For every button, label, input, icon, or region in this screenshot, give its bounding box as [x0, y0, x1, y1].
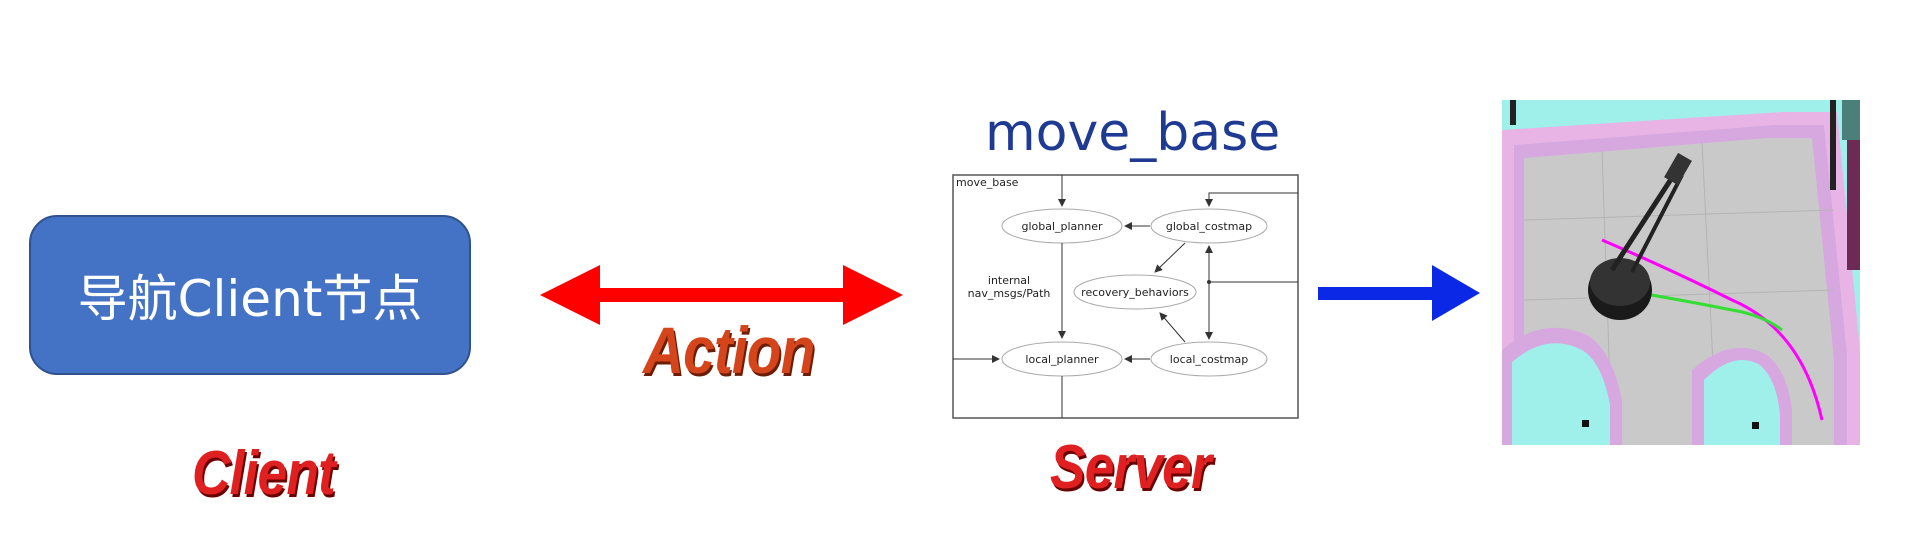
- robot-map-visualization: [1502, 100, 1860, 445]
- edge-label-nav-msgs-path: nav_msgs/Path: [968, 287, 1051, 300]
- recovery-behaviors-node: recovery_behaviors: [1081, 286, 1189, 299]
- move-base-graph: move_base global_planner global_costmap …: [952, 174, 1299, 419]
- map-canvas: [1502, 100, 1860, 445]
- global-planner-node: global_planner: [1021, 220, 1103, 233]
- edge-label-internal: internal: [988, 274, 1030, 287]
- client-node-label: 导航Client节点: [77, 270, 423, 328]
- navigation-client-node-box: 导航Client节点: [29, 215, 471, 375]
- move-base-title: move_base: [985, 103, 1281, 163]
- server-label: Server: [1050, 433, 1212, 502]
- move-base-frame-label: move_base: [956, 176, 1019, 189]
- double-headed-arrow-icon: [540, 265, 903, 325]
- global-costmap-node: global_costmap: [1166, 220, 1252, 233]
- action-label: Action: [643, 313, 815, 387]
- local-costmap-node: local_costmap: [1170, 353, 1248, 366]
- right-arrow-icon: [1318, 265, 1480, 321]
- client-label: Client: [192, 439, 336, 508]
- local-planner-node: local_planner: [1025, 353, 1099, 366]
- robot-icon: [1588, 152, 1692, 320]
